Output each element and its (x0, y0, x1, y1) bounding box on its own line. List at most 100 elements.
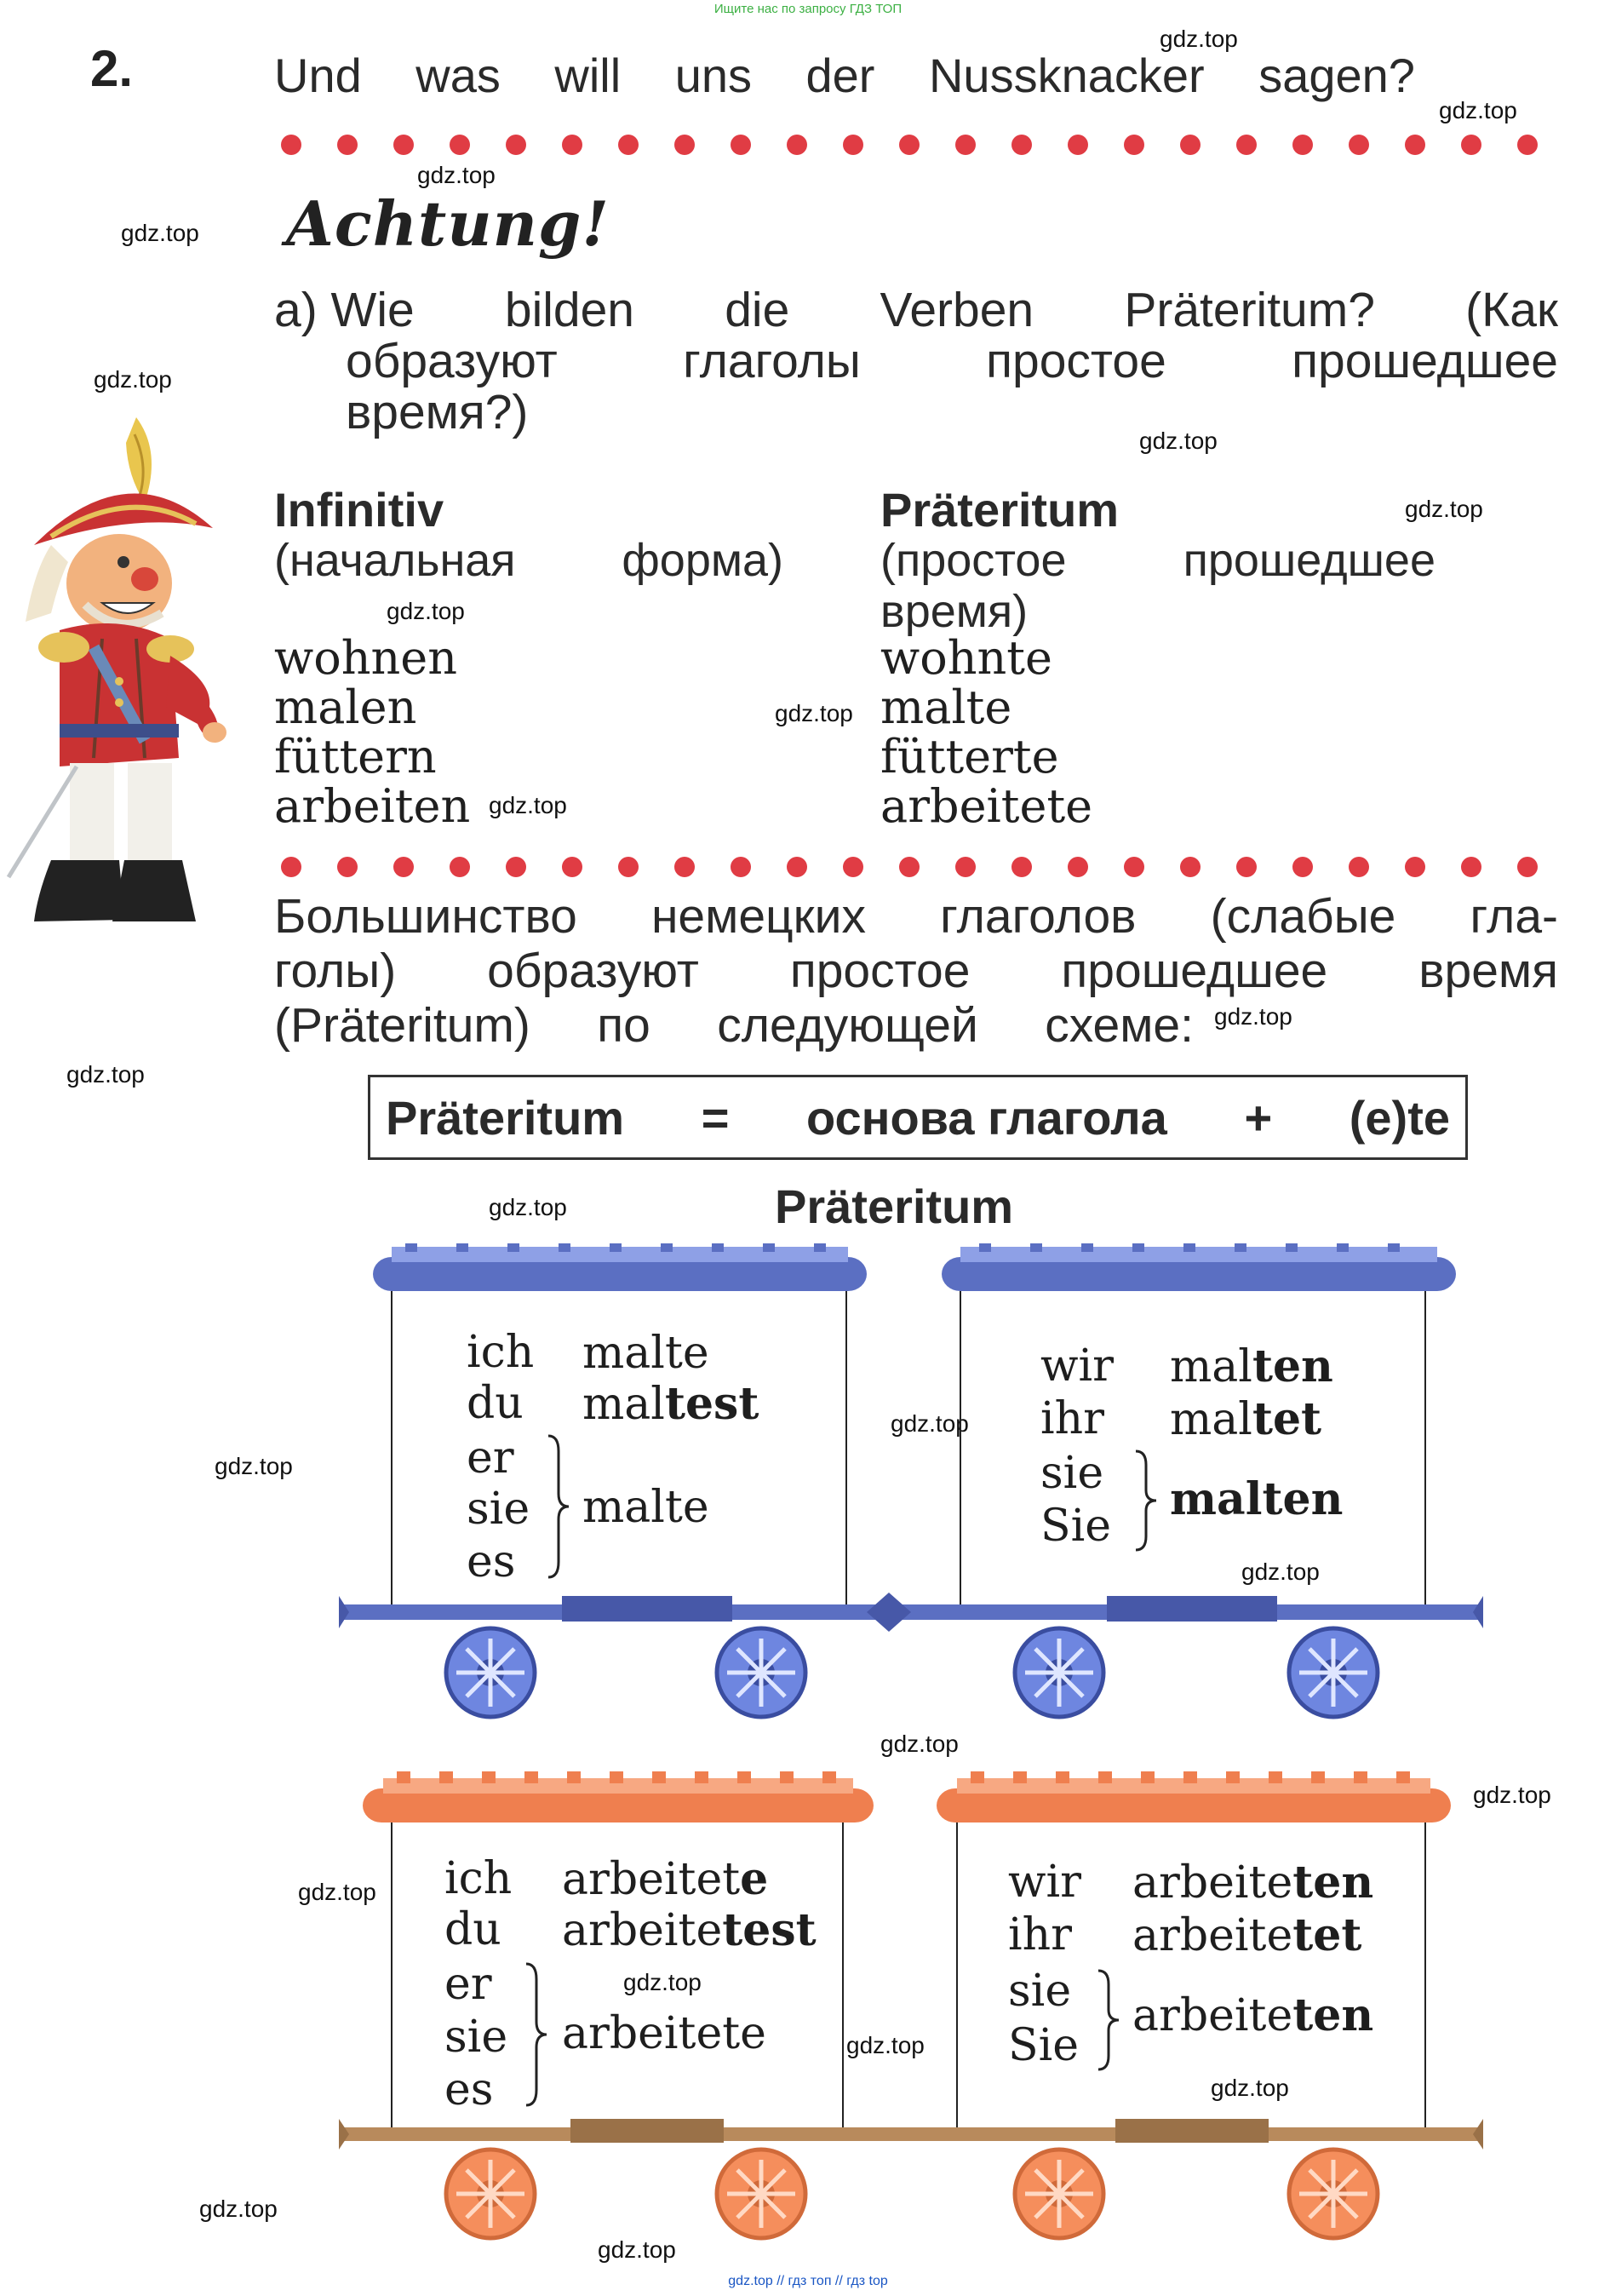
rule-word: (слабые (1210, 889, 1396, 944)
wheel-icon (1012, 2147, 1106, 2241)
red-dot (337, 857, 358, 877)
red-dot (1180, 857, 1201, 877)
watermark: gdz.top (1160, 26, 1238, 52)
watermark: gdz.top (598, 2236, 676, 2263)
infinitive-item: wohnen (274, 631, 458, 685)
orange-train (339, 1771, 1483, 2241)
red-dot (899, 857, 920, 877)
red-dot (1349, 857, 1369, 877)
pronoun: es (467, 1536, 516, 1587)
red-dot (1517, 135, 1538, 155)
question-word: die (725, 283, 790, 337)
formula-part: основа глагола (806, 1090, 1167, 1145)
infinitive-item: füttern (274, 730, 437, 784)
red-dot (562, 857, 582, 877)
rule-word: голы) (274, 944, 397, 998)
question-line-3: время?) (346, 385, 529, 439)
formula-part: Präteritum (386, 1090, 625, 1145)
question-word: простое (986, 334, 1166, 388)
rule-word: по (597, 998, 650, 1053)
rule-word: простое (789, 944, 971, 998)
watermark: gdz.top (121, 220, 199, 246)
watermark: gdz.top (1139, 428, 1218, 454)
red-dot (1461, 857, 1481, 877)
red-dot (1461, 135, 1481, 155)
verb-form: arbeitete (562, 1853, 769, 1905)
infinitive-item: malen (274, 680, 417, 734)
rule-word: гла- (1470, 889, 1558, 944)
red-dot (899, 135, 920, 155)
blue-chassis (339, 1593, 1483, 1632)
pronoun: wir (1040, 1340, 1114, 1392)
red-dot (1011, 135, 1032, 155)
title-word: der (805, 49, 875, 102)
red-dot (281, 135, 301, 155)
verb-form: malte (582, 1482, 709, 1533)
red-dot (281, 857, 301, 877)
orange-chassis (339, 2119, 1483, 2150)
blue-train (339, 1243, 1483, 1719)
title-word: sagen? (1258, 49, 1415, 102)
watermark: gdz.top (66, 1061, 145, 1088)
blue-wagon-right (942, 1243, 1456, 1610)
red-dot (337, 135, 358, 155)
red-dot (674, 135, 695, 155)
watermark: gdz.top (846, 2032, 925, 2058)
question-word: образуют (346, 334, 558, 388)
rule-word: глаголов (940, 889, 1137, 944)
title-word: was (415, 49, 501, 102)
formula-part: = (701, 1090, 730, 1145)
verb-form: malten (1170, 1473, 1344, 1525)
red-dot (1517, 857, 1538, 877)
red-dot (1292, 857, 1313, 877)
orange-wagon-right (937, 1771, 1451, 2129)
red-dot (618, 135, 639, 155)
watermark: gdz.top (387, 598, 465, 624)
pronoun: er (444, 1959, 492, 2010)
pronoun: du (444, 1904, 501, 1955)
achtung-heading: Achtung! (286, 187, 610, 260)
red-dot (618, 857, 639, 877)
watermark: gdz.top (1439, 97, 1517, 123)
watermark: gdz.top (199, 2196, 278, 2222)
title-word: will (554, 49, 622, 102)
red-dot (562, 135, 582, 155)
rule-word: схеме: (1045, 998, 1194, 1053)
red-dot (955, 135, 976, 155)
preterite-header: Präteritum (880, 483, 1120, 537)
wheel-icon (1286, 1626, 1380, 1719)
red-dot (1405, 135, 1425, 155)
red-dot (506, 857, 526, 877)
red-dot (674, 857, 695, 877)
rule-word: следующей (717, 998, 978, 1053)
question-word: прошедшее (1292, 334, 1558, 388)
verb-form: maltet (1170, 1393, 1322, 1445)
pronoun: ich (444, 1853, 513, 1904)
red-dot (393, 857, 414, 877)
trains-heading: Präteritum (775, 1180, 1014, 1233)
preterite-item: malte (880, 680, 1012, 734)
pronoun: Sie (1040, 1501, 1112, 1552)
verb-form: arbeitete (562, 2008, 766, 2059)
rule-word: немецких (650, 889, 866, 944)
brace (1135, 1449, 1157, 1552)
brace (525, 1962, 547, 2107)
title-word: Nussknacker (928, 49, 1205, 102)
preterite-subheader-2: время) (880, 586, 1029, 637)
blue-wagon-left (373, 1243, 867, 1610)
watermark: gdz.top (1473, 1782, 1551, 1808)
pronoun: ich (467, 1327, 535, 1378)
preterite-item: fütterte (880, 730, 1059, 784)
exercise-number: 2. (90, 40, 134, 97)
pronoun: sie (467, 1484, 530, 1535)
watermark: gdz.top (1211, 2075, 1289, 2101)
red-dot (450, 857, 470, 877)
red-dot (787, 135, 807, 155)
formula-part: + (1244, 1090, 1273, 1145)
